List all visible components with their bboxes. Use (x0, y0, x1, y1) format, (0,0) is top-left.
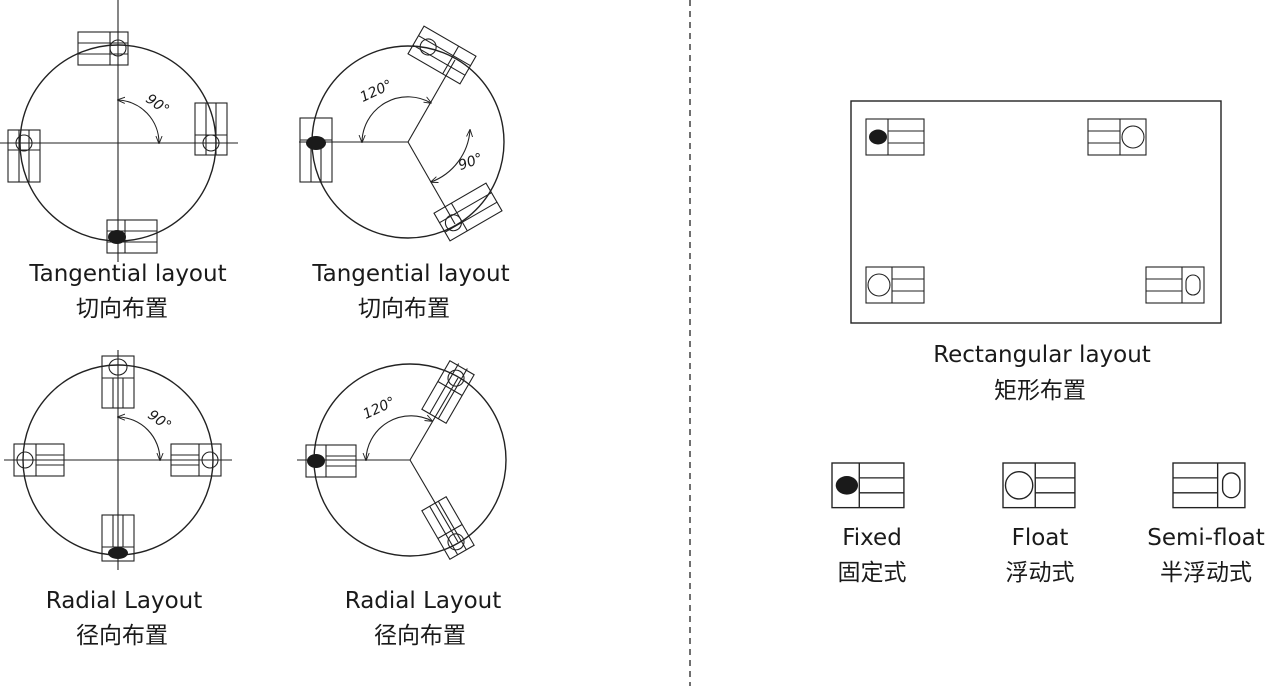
caption-zh: 切向布置 (358, 296, 450, 322)
caption-zh: 径向布置 (374, 623, 466, 649)
legend-fixed-zh: 固定式 (838, 560, 907, 586)
caption-zh: 矩形布置 (994, 378, 1086, 404)
caption-zh: 切向布置 (76, 296, 168, 322)
radial-layout-three-pads: 120° (297, 359, 507, 561)
caption-en: Rectangular layout (933, 342, 1151, 368)
legend-float-zh: 浮动式 (1006, 560, 1075, 586)
caption-en: Tangential layout (311, 261, 509, 287)
caption-en: Radial Layout (46, 588, 203, 614)
caption-en: Radial Layout (345, 588, 502, 614)
legend-float: Float 浮动式 (1002, 462, 1076, 586)
angle-label: 90° (145, 407, 175, 434)
legend-fixed-en: Fixed (842, 525, 902, 551)
angle-label-bottom: 90° (456, 150, 485, 174)
tangential-layout-three-pads: 120° 90° (299, 25, 505, 242)
rectangular-layout (850, 100, 1222, 324)
angle-label: 120° (361, 394, 398, 423)
legend: Fixed 固定式 Float 浮动式 Semi-float 半浮动式 (831, 462, 1265, 586)
legend-semi-float: Semi-float 半浮动式 (1147, 462, 1265, 586)
legend-float-en: Float (1012, 525, 1069, 551)
caption-en: Tangential layout (28, 261, 226, 287)
angle-label-top: 120° (358, 77, 395, 106)
angle-label: 90° (143, 91, 173, 118)
caption-zh: 径向布置 (76, 623, 168, 649)
legend-semi-float-zh: 半浮动式 (1160, 560, 1252, 586)
legend-semi-float-en: Semi-float (1147, 525, 1265, 551)
legend-fixed: Fixed 固定式 (831, 462, 907, 586)
tangential-layout-four-pads: 90° (0, 0, 238, 262)
radial-layout-four-pads: 90° (4, 350, 232, 570)
